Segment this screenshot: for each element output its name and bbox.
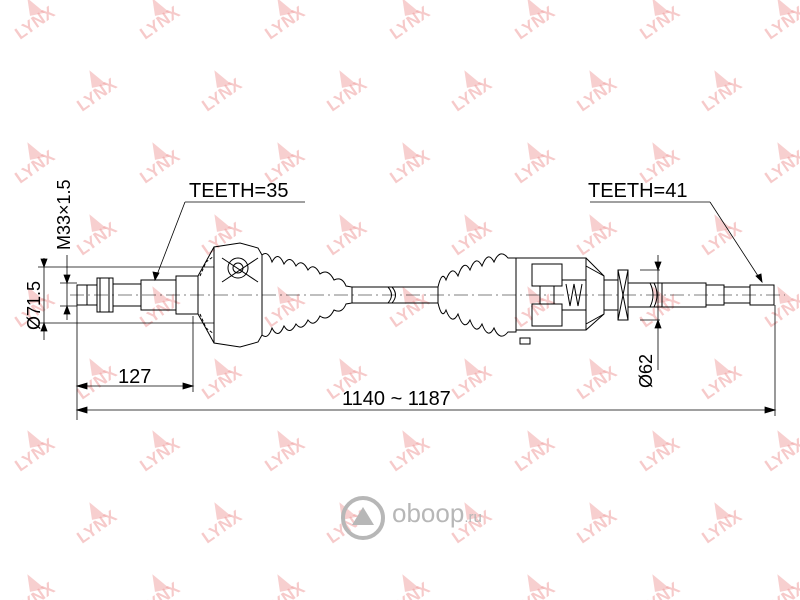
logo-text-main: oboop <box>392 498 465 528</box>
length-left-label: 127 <box>118 366 151 388</box>
avtoprofi-logo-text: oboop.ru <box>392 498 482 529</box>
inner-boot <box>437 253 517 337</box>
outer-cv-joint <box>197 242 263 348</box>
avtoprofi-logo-icon <box>341 496 385 540</box>
thread-label: M33×1.5 <box>54 179 74 250</box>
teeth-right-label: TEETH=41 <box>588 180 687 202</box>
right-stub-shaft <box>603 269 775 321</box>
logo-text-suffix: .ru <box>464 509 482 526</box>
diameter-left-label: Ø71.5 <box>24 281 44 330</box>
cv-ball <box>227 257 249 279</box>
teeth-left-label: TEETH=35 <box>189 180 288 202</box>
teeth-left-leader <box>154 201 186 281</box>
left-stub-shaft <box>76 275 199 315</box>
inner-tripod-joint <box>515 257 605 345</box>
length-total-label: 1140 ~ 1187 <box>342 388 451 410</box>
diameter-right-label: Ø62 <box>636 354 656 388</box>
teeth-right-leader <box>709 201 763 283</box>
